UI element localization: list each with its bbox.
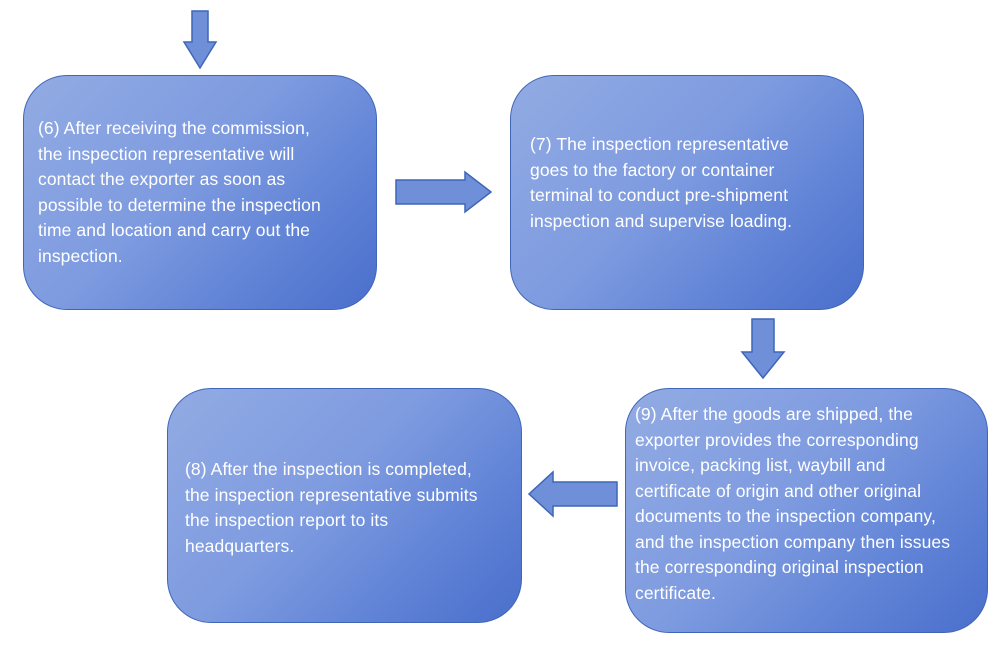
step-7-box: (7) The inspection representative goes t…	[510, 75, 864, 310]
right-arrow-6-to-7	[395, 170, 493, 214]
step-8-box: (8) After the inspection is completed, t…	[167, 388, 522, 623]
left-arrow-9-to-8	[527, 470, 618, 518]
step-7-text: (7) The inspection representative goes t…	[530, 134, 793, 231]
step-6-box: (6) After receiving the commission, the …	[23, 75, 377, 310]
incoming-down-arrow	[182, 10, 218, 70]
step-6-text: (6) After receiving the commission, the …	[38, 118, 321, 266]
step-9-box: (9) After the goods are shipped, the exp…	[625, 388, 988, 633]
step-9-text: (9) After the goods are shipped, the exp…	[635, 404, 951, 603]
down-arrow-7-to-9	[740, 318, 786, 380]
step-8-text: (8) After the inspection is completed, t…	[185, 459, 478, 556]
